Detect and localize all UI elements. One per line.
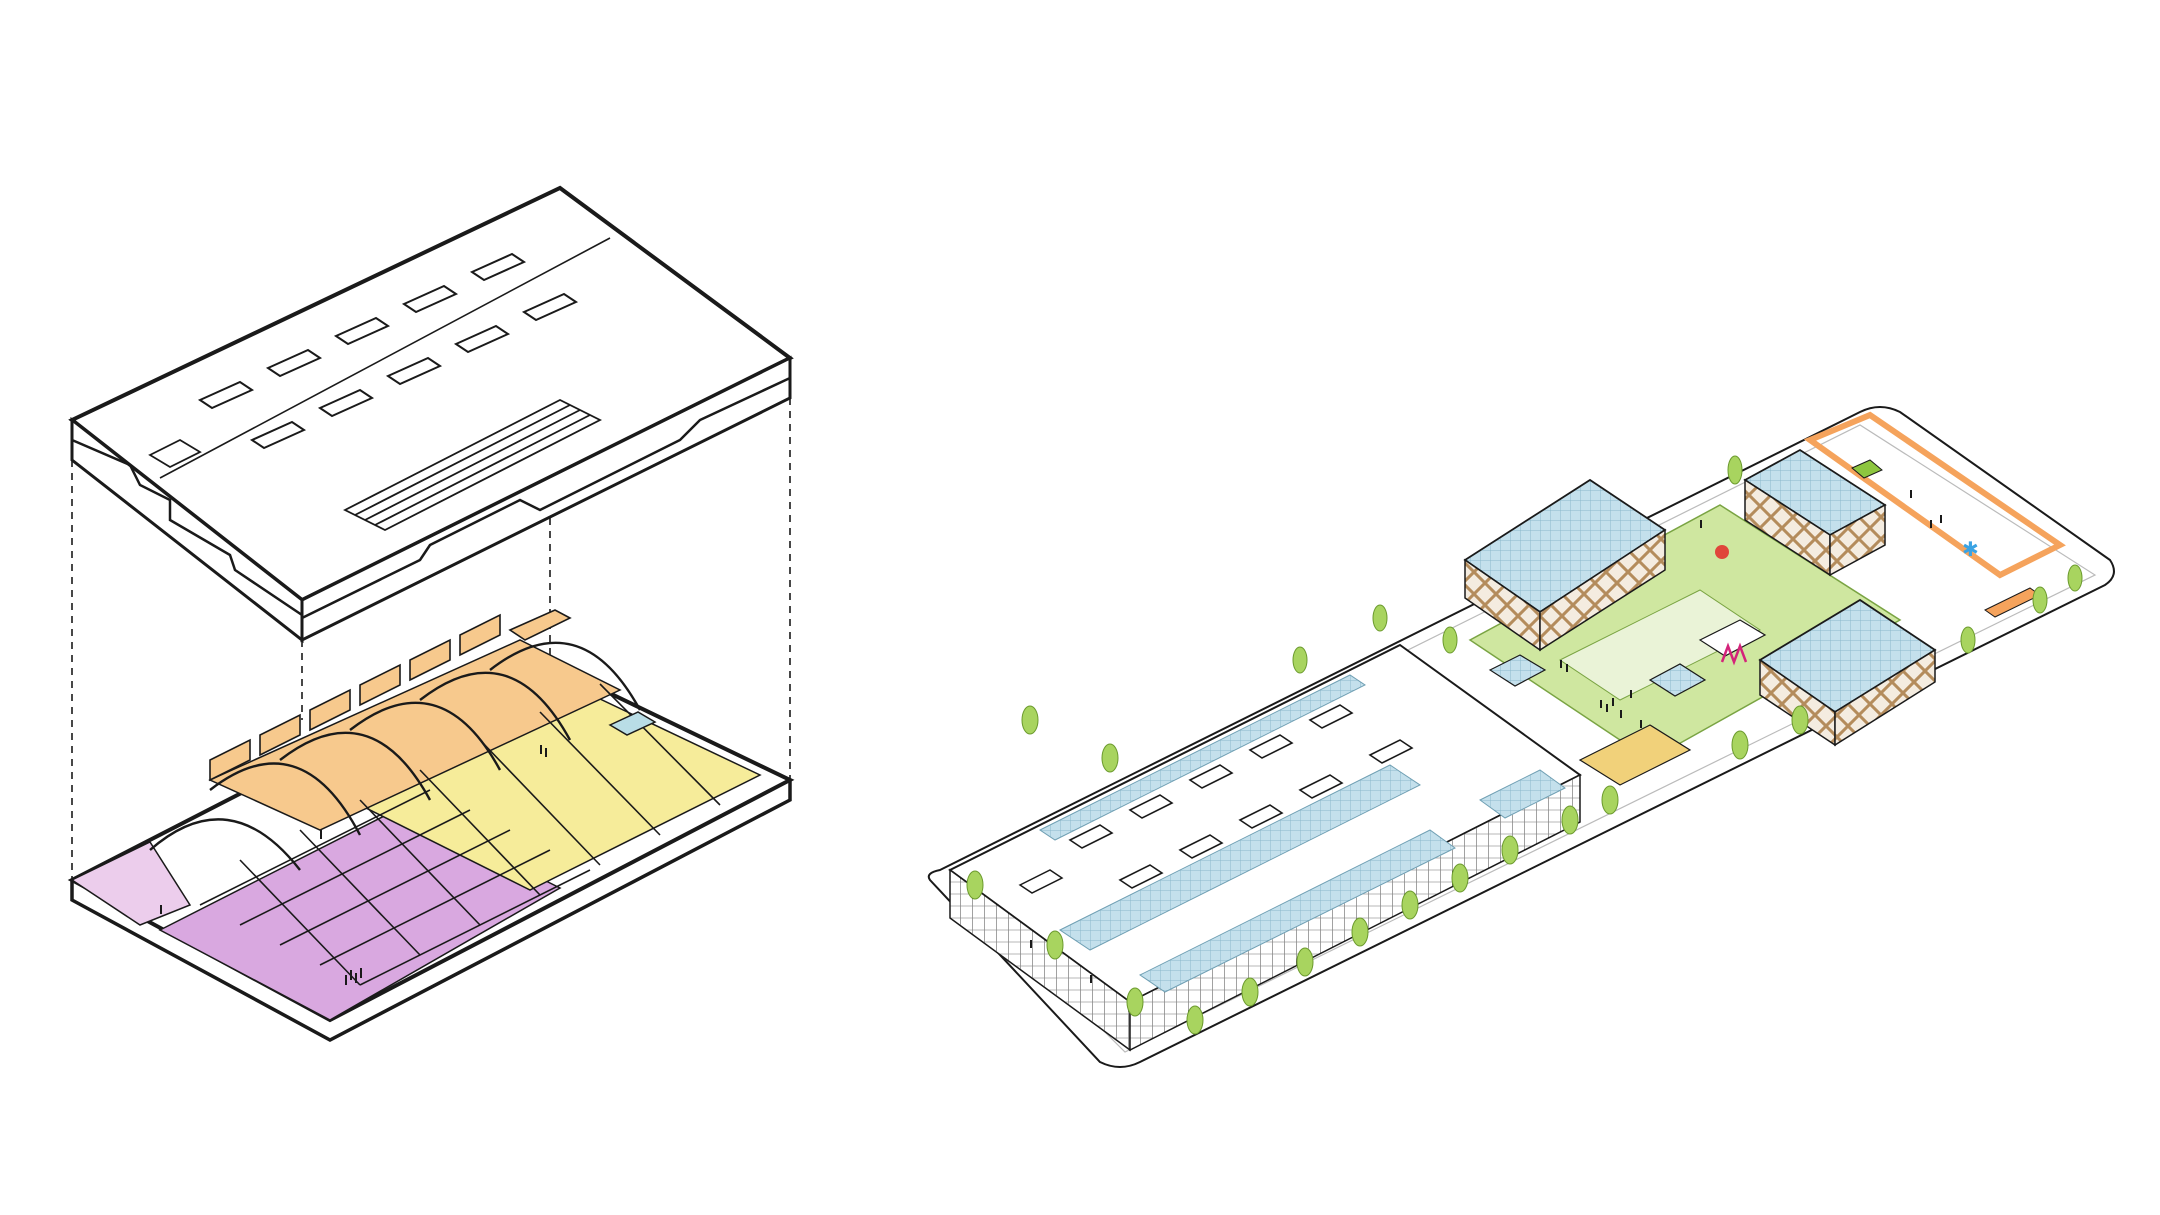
- roof-long-skylights: [343, 398, 602, 532]
- trees: [966, 455, 2083, 1035]
- room-partitions: [199, 683, 721, 986]
- courtyard-pavilions: [1488, 619, 1767, 697]
- floor-outline: [70, 780, 792, 1042]
- hall-vent: [1018, 869, 1064, 894]
- glass-strip-3: [1039, 674, 1366, 841]
- roof-ridge-line: [159, 237, 611, 479]
- pink-zone: [70, 841, 192, 926]
- sculpture-icon: [1720, 642, 1748, 666]
- timber-left-facade-side: [1539, 528, 1666, 652]
- orange-edge-band: [1803, 411, 2066, 579]
- courtyard-path: [1559, 589, 1761, 701]
- orange-zone: [208, 639, 622, 831]
- small-pool: [608, 711, 657, 736]
- site-axonometric: ✱: [927, 406, 2115, 1068]
- orange-rooms: [209, 609, 572, 782]
- exploded-axonometric: [67, 185, 795, 1042]
- vault-arches: [149, 641, 642, 871]
- projection-lines: [71, 398, 791, 880]
- roof-skylights-row-2: [249, 292, 579, 450]
- roof-vent: [148, 438, 202, 469]
- timber-right-facade-side: [1829, 503, 1886, 577]
- hall-skylights: [1068, 704, 1414, 889]
- glass-strip-2: [1139, 829, 1456, 993]
- site-people: [1030, 490, 1942, 983]
- green-kiosk: [1851, 459, 1883, 479]
- amphitheatre: [1578, 724, 1692, 786]
- timber-front-facade-side: [1834, 648, 1936, 747]
- people: [160, 745, 547, 985]
- red-sculpture-icon: [1715, 545, 1729, 559]
- main-hall: [948, 643, 1582, 1052]
- timber-building-front: [1758, 598, 1937, 747]
- ground-floor-plan: [67, 609, 795, 1042]
- roof-slab: [68, 185, 794, 644]
- timber-building-right: [1743, 448, 1887, 577]
- blue-sculpture-icon: ✱: [1962, 537, 1979, 561]
- purple-zone: [158, 807, 562, 1021]
- roof-skylights-row-1: [197, 252, 527, 410]
- glass-block: [1479, 769, 1566, 819]
- roof-edge-profile: [71, 438, 303, 617]
- roof-edge-profile-right: [301, 376, 791, 620]
- glass-strip-1: [1059, 764, 1421, 951]
- timber-building-left: [1463, 478, 1667, 652]
